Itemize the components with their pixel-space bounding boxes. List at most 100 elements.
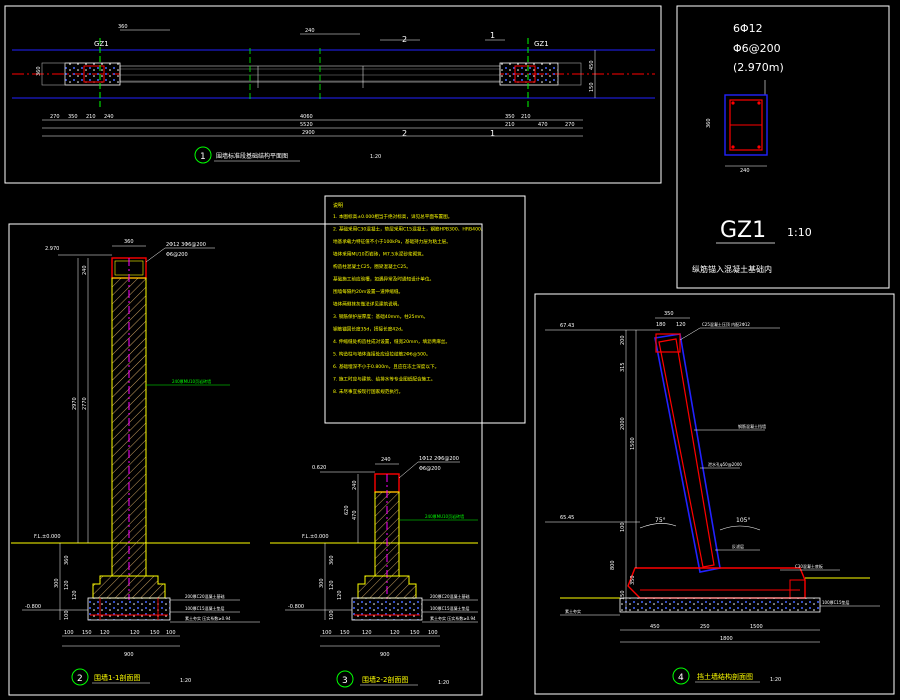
caption-circle bbox=[194, 146, 212, 164]
rw-bot-dim: 450 bbox=[650, 624, 660, 630]
caption-circle bbox=[672, 667, 690, 685]
note-line: 5. 构造柱与墙体连接处应设拉结筋2Φ6@500。 bbox=[333, 351, 431, 358]
s2-elev-top: 0.620 bbox=[312, 465, 326, 471]
sections-frame bbox=[8, 223, 483, 696]
section-frame bbox=[8, 223, 483, 696]
gz1-rebar-stirrup: Φ6@200 bbox=[733, 42, 781, 55]
s1-beam-stirrup: Φ6@200 bbox=[166, 252, 188, 258]
s2-found-dim: 300 bbox=[319, 578, 325, 588]
gz1-frame bbox=[676, 5, 890, 289]
s2-dim: 620 bbox=[344, 505, 350, 515]
rw-angle1: 75° bbox=[655, 517, 666, 524]
s1-dim: 2970 bbox=[72, 397, 78, 410]
rw-base bbox=[627, 567, 806, 599]
note-line: 4. 伸缩缝处构造柱成对设置，缝宽20mm，填沥青麻丝。 bbox=[333, 338, 450, 345]
rw-bot-dim: 1500 bbox=[750, 624, 763, 630]
cut-label-1: 1 bbox=[490, 31, 495, 40]
rw-top-dim: 350 bbox=[664, 311, 674, 317]
rw-total: 1800 bbox=[720, 636, 733, 642]
note-line: 地基承载力特征值不小于100kPa，基础持力层为粘土层。 bbox=[333, 238, 451, 245]
s1-scale: 1:20 bbox=[180, 678, 191, 684]
plan-scale: 1:20 bbox=[370, 154, 381, 160]
plan-dim: 350 bbox=[68, 114, 78, 120]
rw-note: 素土夯实 bbox=[565, 608, 581, 614]
plan-view: GZ1 GZ1 1 2 360 240 360 450 150 270 350 … bbox=[4, 5, 662, 184]
rw-dim: 100 bbox=[620, 522, 626, 532]
s1-beam-rebar: 2Φ12 3Φ6@200 bbox=[166, 242, 206, 248]
note-line: 7. 施工时应与建筑、给排水等专业图纸配合施工。 bbox=[333, 376, 435, 383]
footing-step bbox=[357, 575, 417, 599]
plan-dim: 210 bbox=[505, 122, 515, 128]
s1-dim: 240 bbox=[82, 265, 88, 275]
rw-bot-dim: 250 bbox=[700, 624, 710, 630]
plan-dim: 5520 bbox=[300, 122, 313, 128]
rw-dim: 1500 bbox=[630, 437, 636, 450]
s2-found-dim: 120 bbox=[337, 590, 343, 600]
note-line: 基础施工前应验槽，如遇异常及时通知设计单位。 bbox=[333, 276, 434, 283]
plan-dim: 270 bbox=[50, 114, 60, 120]
s1-ground-label: F.L.±0.000 bbox=[34, 534, 61, 540]
rw-dim: 200 bbox=[620, 335, 626, 345]
gz1-width: 240 bbox=[740, 168, 750, 174]
gz1-rebar-main: 6Φ12 bbox=[733, 22, 763, 35]
rw-dim: 150 bbox=[620, 590, 626, 600]
plan-dim: 240 bbox=[104, 114, 114, 120]
gz1-label-left: GZ1 bbox=[94, 40, 109, 48]
s2-bot-dim: 150 bbox=[340, 630, 350, 636]
s2-depth: -0.800 bbox=[288, 604, 304, 610]
s1-bot-dim: 150 bbox=[150, 630, 160, 636]
rw-dim: 315 bbox=[620, 362, 626, 372]
caption-circle bbox=[336, 670, 354, 688]
rw-angle2: 105° bbox=[736, 517, 750, 524]
note-line: 6. 基础埋深不小于0.800m，且应在冻土深度以下。 bbox=[333, 363, 439, 370]
section-1-1: 240 2970 2770 2.970 360 2Φ12 3Φ6@200 Φ6@… bbox=[11, 239, 260, 686]
s2-found-dim: 120 bbox=[329, 580, 335, 590]
cut-label-2: 2 bbox=[402, 35, 407, 44]
s1-total: 900 bbox=[124, 652, 134, 658]
plan-rebar-note-top: 360 bbox=[118, 24, 128, 30]
s2-bot-dim: 150 bbox=[410, 630, 420, 636]
s1-found-dim: 120 bbox=[64, 580, 70, 590]
s2-wall-leader: 240厚MU10页岩砖墙 bbox=[425, 513, 464, 519]
note-line: 2. 基础采用C30混凝土，垫层采用C15混凝土，钢筋HPB300、HRB400… bbox=[333, 226, 486, 233]
s1-elev-top: 2.970 bbox=[45, 246, 59, 252]
plan-dim-right-2: 150 bbox=[589, 82, 595, 92]
rw-dim: 800 bbox=[610, 560, 616, 570]
rw-elev1: 67.43 bbox=[560, 323, 574, 329]
s2-dim: 470 bbox=[352, 510, 358, 520]
s2-bot-dim: 100 bbox=[322, 630, 332, 636]
notes-box: 说明 1. 本图标高±0.000相当于绝对标高，详见总平面布置图。2. 基础采用… bbox=[324, 195, 526, 424]
s1-found-dim: 300 bbox=[54, 578, 60, 588]
note-line: 墙体两侧抹灰做法详见建筑说明。 bbox=[333, 301, 402, 308]
s1-found-note: 200厚C20混凝土基础 bbox=[185, 593, 225, 599]
s2-bot-dim: 120 bbox=[390, 630, 400, 636]
s2-scale: 1:20 bbox=[438, 680, 449, 686]
rw-coping bbox=[655, 333, 681, 353]
s1-bot-dim: 120 bbox=[130, 630, 140, 636]
plan-dim: 4060 bbox=[300, 114, 313, 120]
s2-ground-label: F.L.±0.000 bbox=[302, 534, 329, 540]
gz1-title: GZ1 bbox=[720, 218, 766, 243]
cut-label-1b: 1 bbox=[490, 129, 495, 138]
rw-elev2: 65.45 bbox=[560, 515, 574, 521]
caption-number: 1 bbox=[200, 152, 206, 162]
footing-step bbox=[92, 575, 166, 599]
s1-found-dim: 120 bbox=[72, 590, 78, 600]
rw-stem-rebar bbox=[658, 338, 715, 568]
rw-blinding bbox=[619, 597, 821, 613]
cut-label-2b: 2 bbox=[402, 129, 407, 138]
gz1-label-right: GZ1 bbox=[534, 40, 549, 48]
rw-dim: 350 bbox=[630, 575, 636, 585]
note-line: 3. 钢筋保护层厚度：基础40mm，柱25mm。 bbox=[333, 313, 428, 320]
plan-rebar-note-mid: 240 bbox=[305, 28, 315, 34]
rw-note: 泄水孔φ50@2000 bbox=[708, 461, 742, 467]
plan-dim: 350 bbox=[505, 114, 515, 120]
s2-beam-stirrup: Φ6@200 bbox=[419, 466, 441, 472]
s1-bot-dim: 150 bbox=[82, 630, 92, 636]
rw-note: C25混凝土压顶 内配2Φ12 bbox=[702, 321, 750, 327]
retaining-wall-section: 67.43 65.45 200 315 1500 2000 100 350 15… bbox=[534, 293, 895, 695]
s1-found-dim: 100 bbox=[64, 610, 70, 620]
s1-found-dim: 360 bbox=[64, 555, 70, 565]
s2-found-dim: 360 bbox=[329, 555, 335, 565]
plan-frame bbox=[4, 5, 662, 184]
